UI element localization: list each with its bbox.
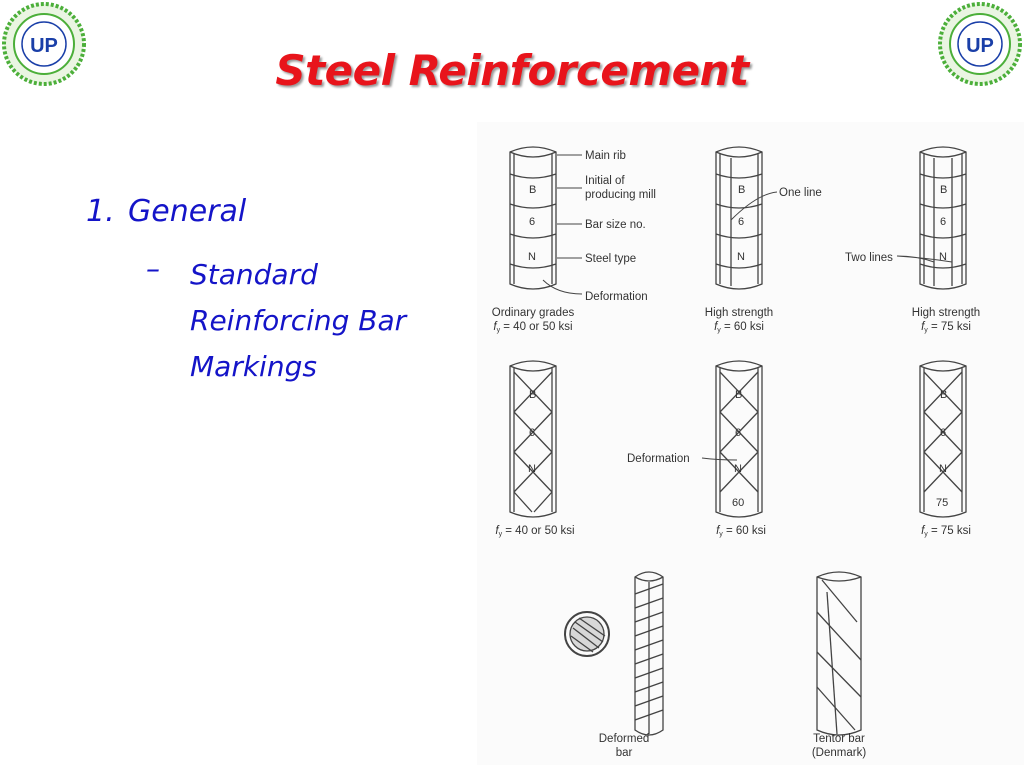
caption: fy = 40 or 50 ksi [495,525,574,538]
caption: High strength [705,307,773,319]
svg-text:UP: UP [30,35,58,57]
university-logo-right: UP [938,2,1022,86]
bar-ordinary [509,146,557,290]
bar-letter-type: N [734,463,742,475]
sub-bullet-line: Markings [190,350,317,383]
bar-letter-mill: B [940,389,947,401]
svg-text:UP: UP [966,35,994,57]
bar-letter-size: 6 [940,427,946,439]
callout-one-line: One line [779,187,822,199]
bar-letter-size: 6 [529,427,535,439]
sub-bullet-line: Reinforcing Bar [190,304,407,337]
caption: Deformed [599,733,650,745]
caption: fy = 60 ksi [716,525,766,538]
sub-bullet-dash: – [146,252,160,285]
bar-diagonal-60 [715,360,763,518]
bar-letter-type: N [939,251,947,263]
caption: fy = 40 or 50 ksi [493,321,572,334]
bar-letter-size: 6 [735,427,741,439]
bar-high-strength-75 [919,146,967,290]
bar-letter-mill: B [738,184,745,196]
bar-tentor [816,571,862,736]
bullet-text: General [128,194,247,229]
bar-letter-mill: B [529,389,536,401]
slide-title: Steel Reinforcement [275,46,749,95]
bullet-general: 1. General [86,194,246,229]
callout-two-lines: Two lines [845,252,893,264]
callout-bar-size: Bar size no. [585,219,646,231]
bar-deformed [634,571,664,736]
callout-steel-type: Steel type [585,253,636,265]
caption: fy = 75 ksi [921,321,971,334]
caption: fy = 60 ksi [714,321,764,334]
bar-letter-type: N [939,463,947,475]
rebar-markings-figure: B 6 N B 6 N B 6 N B 6 N B 6 N 60 B 6 N 7… [477,122,1024,765]
caption: Ordinary grades [492,307,575,319]
bar-high-strength-60 [715,146,763,290]
rebar-diagram: B 6 N B 6 N B 6 N B 6 N B 6 N 60 B 6 N 7… [492,146,980,759]
bar-diagonal-ordinary [509,360,557,518]
caption: Tentor bar [813,733,865,745]
bar-letter-size: 6 [940,216,946,228]
caption: (Denmark) [812,747,866,759]
caption: High strength [912,307,980,319]
bar-letter-mill: B [735,389,742,401]
callout-initial: producing mill [585,189,656,201]
bar-letter-size: 6 [738,216,744,228]
caption: bar [616,747,633,759]
bar-grade-75: 75 [936,497,948,509]
bar-letter-type: N [528,251,536,263]
callout-deformation: Deformation [585,291,648,303]
bar-letter-mill: B [529,184,536,196]
sub-bullet-text: Standard Reinforcing Bar Markings [190,252,470,390]
bullet-number: 1. [86,194,115,229]
university-logo-left: UP [2,2,86,86]
callout-main-rib: Main rib [585,150,626,162]
callout-initial: Initial of [585,175,625,187]
bar-diagonal-75 [919,360,967,518]
caption: fy = 75 ksi [921,525,971,538]
sub-bullet-line: Standard [190,258,318,291]
bar-letter-type: N [737,251,745,263]
bar-cross-section [564,611,610,657]
callout-deformation: Deformation [627,453,690,465]
bar-letter-type: N [528,463,536,475]
bar-letter-size: 6 [529,216,535,228]
bar-letter-mill: B [940,184,947,196]
bar-grade-60: 60 [732,497,744,509]
